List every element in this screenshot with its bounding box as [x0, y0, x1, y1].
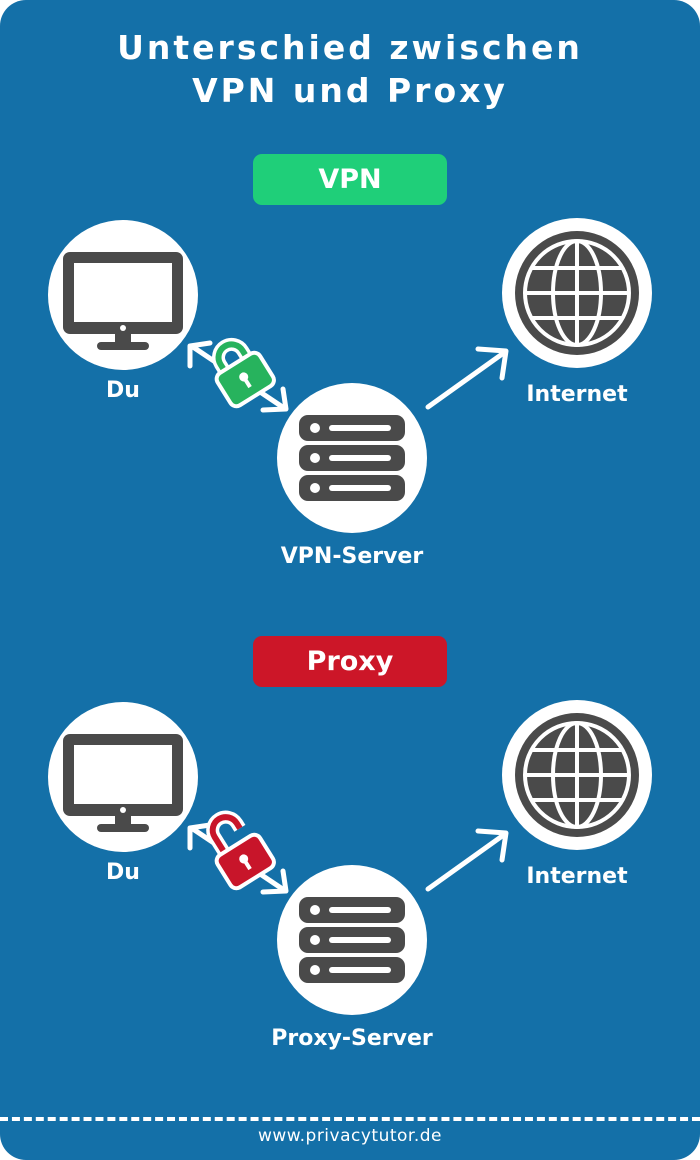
monitor-icon [63, 252, 183, 350]
vpn-internet-node [502, 218, 652, 368]
proxy-internet-arrow [425, 828, 509, 892]
vpn-server-label: VPN-Server [280, 544, 424, 569]
globe-icon [515, 231, 639, 355]
vpn-internet-arrow [425, 346, 509, 410]
proxy-internet-label: Internet [526, 864, 628, 889]
lock-open-icon [206, 810, 276, 891]
vpn-server-node [277, 383, 427, 533]
footer-url: www.privacytutor.de [257, 1126, 443, 1146]
lock-closed-icon [212, 338, 276, 409]
title-line-1: Unterschied zwischen [117, 28, 583, 67]
proxy-client-node [48, 702, 198, 852]
proxy-server-label: Proxy-Server [271, 1026, 433, 1051]
vpn-internet-label: Internet [526, 382, 628, 407]
monitor-icon [63, 734, 183, 832]
proxy-client-label: Du [106, 860, 140, 885]
footer-divider [0, 1117, 700, 1121]
proxy-badge: Proxy [253, 636, 447, 687]
title-line-2: VPN und Proxy [192, 71, 508, 110]
vpn-connectors [187, 338, 509, 413]
proxy-diagram: Du Internet [0, 482, 700, 1051]
globe-icon [515, 713, 639, 837]
vpn-badge: VPN [253, 154, 447, 205]
vpn-client-node [48, 220, 198, 370]
vpn-client-label: Du [106, 378, 140, 403]
proxy-connectors [187, 810, 509, 895]
page-title: Unterschied zwischen VPN und Proxy [0, 26, 700, 112]
proxy-internet-node [502, 700, 652, 850]
server-icon [299, 897, 405, 983]
vpn-diagram: Du Internet [0, 0, 700, 569]
proxy-server-node [277, 865, 427, 1015]
server-icon [299, 415, 405, 501]
